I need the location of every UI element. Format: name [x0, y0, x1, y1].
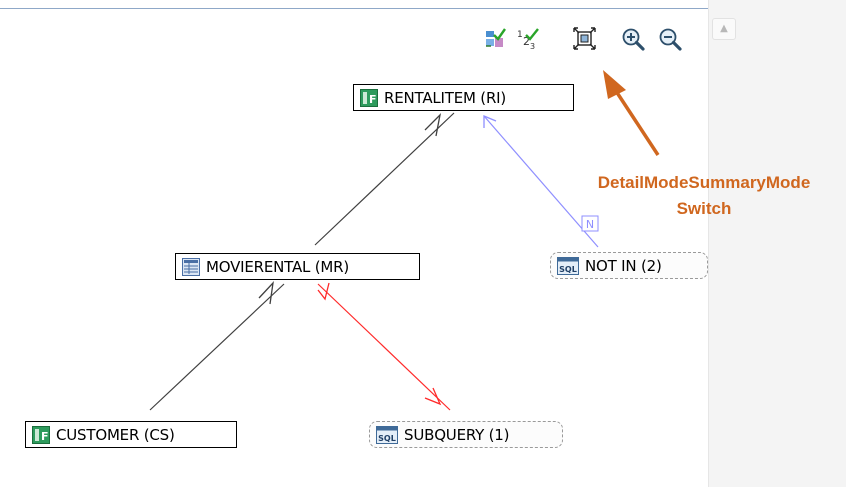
edge-movierental-rentalitem [314, 112, 455, 246]
svg-text:N: N [586, 218, 594, 231]
table-f-icon: F [360, 88, 378, 107]
svg-text:SQL: SQL [378, 434, 396, 443]
node-label: SUBQUERY (1) [404, 425, 510, 444]
vertical-scrollbar[interactable] [708, 0, 846, 487]
table-f-icon: F [32, 425, 50, 444]
notin-edge-badge: N [581, 215, 599, 232]
callout-word-mode-2: Mode [765, 173, 811, 192]
sql-icon: SQL [376, 425, 398, 444]
numbering-super: 1 [517, 30, 523, 40]
sql-icon: SQL [557, 256, 579, 275]
zoom-out-icon[interactable] [657, 26, 683, 52]
node-label: NOT IN (2) [585, 256, 662, 275]
node-label: CUSTOMER (CS) [56, 425, 175, 444]
callout-arrowhead [603, 70, 626, 99]
zoom-in-icon[interactable] [620, 26, 646, 52]
callout-line2: Switch [676, 199, 732, 218]
table-grid-icon [182, 257, 200, 276]
edge-arrowhead-subquery-top [317, 282, 330, 301]
node-label: RENTALITEM (RI) [384, 88, 507, 107]
node-movierental[interactable]: MOVIERENTAL (MR) [175, 253, 420, 280]
edge-notin-rentalitem [483, 115, 599, 248]
scroll-up-arrow-icon[interactable]: ▲ [712, 18, 736, 40]
edge-movierental-subquery [317, 283, 451, 411]
node-customer[interactable]: F CUSTOMER (CS) [25, 421, 237, 448]
callout-word-detail: Detail [597, 173, 645, 192]
mode-switch-icon[interactable] [483, 26, 509, 52]
edge-arrowhead-subquery-bottom [424, 387, 442, 406]
callout-word-mode-1: Mode [644, 173, 689, 192]
svg-text:F: F [41, 430, 49, 443]
edge-customer-movierental [149, 283, 285, 411]
node-notin[interactable]: SQL NOT IN (2) [550, 252, 708, 279]
callout-word-summary: Summary [688, 173, 766, 192]
edge-arrowhead-notin [483, 115, 497, 128]
edge-arrowhead-movierental [258, 281, 274, 305]
diagram-top-border [0, 8, 708, 9]
numbering-icon[interactable]: 1 2 3 [515, 26, 541, 52]
svg-text:3: 3 [530, 42, 535, 51]
svg-text:F: F [369, 93, 377, 106]
fit-to-page-icon[interactable] [572, 26, 598, 52]
node-rentalitem[interactable]: F RENTALITEM (RI) [353, 84, 574, 111]
svg-text:SQL: SQL [559, 265, 577, 274]
node-subquery[interactable]: SQL SUBQUERY (1) [369, 421, 563, 448]
node-label: MOVIERENTAL (MR) [206, 257, 350, 276]
callout-arrow-line [612, 87, 660, 156]
svg-text:2: 2 [523, 35, 530, 48]
edge-arrowhead-rentalitem [424, 113, 442, 137]
diagram-connectors: N [149, 70, 660, 411]
